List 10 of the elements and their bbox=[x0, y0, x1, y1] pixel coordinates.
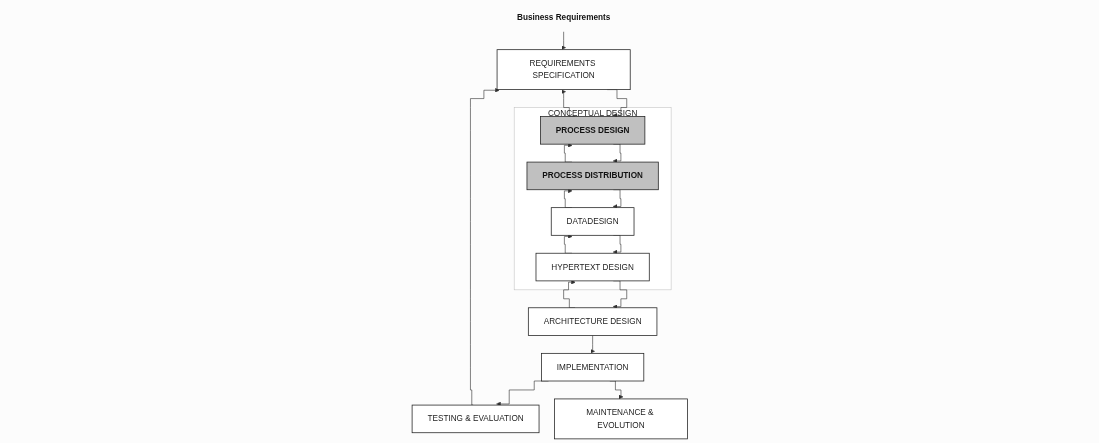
node-box: TESTING & EVALUATION bbox=[411, 404, 540, 434]
node-text: Business Requirements bbox=[516, 13, 610, 23]
node-box: HYPERTEXT DESIGN bbox=[535, 252, 650, 282]
node-box: REQUIREMENTS SPECIFICATION bbox=[496, 49, 631, 90]
node-box: ARCHITECTURE DESIGN bbox=[527, 307, 657, 336]
node-box: MAINTENANCE & EVOLUTION bbox=[553, 398, 688, 440]
node-box: IMPLEMENTATION bbox=[540, 353, 644, 382]
node-box: PROCESS DISTRIBUTION bbox=[526, 161, 659, 191]
node-box: PROCESS DESIGN bbox=[539, 116, 645, 145]
node-box: DATADESIGN bbox=[550, 207, 635, 236]
